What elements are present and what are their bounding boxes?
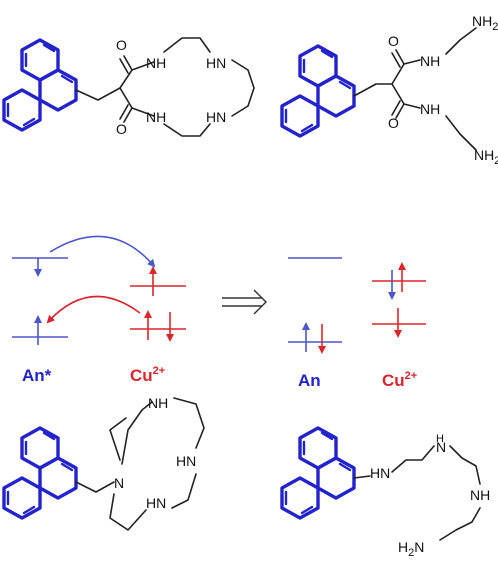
implies-arrow bbox=[222, 289, 267, 315]
anthracene-ring-4 bbox=[280, 426, 356, 520]
atom-o-lower-1: O bbox=[116, 121, 127, 137]
atom-nh-cyclam-top: NH bbox=[148, 395, 168, 411]
atom-hn-open: HN bbox=[370, 465, 390, 481]
atom-o-upper-1: O bbox=[116, 37, 127, 53]
anthracene-ring-2 bbox=[280, 44, 356, 138]
molecule-anthryl-open-tetraamine: HN HN NH H2N bbox=[280, 426, 490, 559]
atom-hn-upper-1: HN bbox=[206, 55, 226, 71]
label-cu-right: Cu2+ bbox=[382, 370, 417, 390]
atom-nh-open-top: HN bbox=[436, 433, 446, 455]
atom-nh-lower-1: NH bbox=[146, 109, 166, 125]
atom-nh-upper-1: NH bbox=[146, 55, 166, 71]
atom-nh-lower-2: NH bbox=[420, 101, 440, 117]
atom-nh2-upper-2: NH2 bbox=[472, 13, 498, 33]
molecule-anthryl-cyclam: N NH HN HN bbox=[2, 395, 205, 531]
anthracene-ring-1 bbox=[2, 38, 78, 132]
label-cu-left: Cu2+ bbox=[130, 365, 165, 385]
electron-transfer-arrow-blue bbox=[49, 235, 156, 268]
atom-nh-open-right: NH bbox=[470, 487, 490, 503]
atom-hn-cyclam-bottom: HN bbox=[146, 495, 166, 511]
energy-diagram-right: An Cu2+ bbox=[288, 257, 426, 390]
label-an-star: An* bbox=[22, 366, 52, 385]
anthracene-ring-3 bbox=[2, 426, 78, 520]
energy-diagram-left: An* Cu2+ bbox=[12, 235, 186, 385]
atom-nh2-lower-2: NH2 bbox=[474, 147, 498, 167]
molecule-anthryl-open-diamide: O O NH NH NH2 NH2 bbox=[280, 13, 498, 167]
molecule-anthryl-macrocycle-dioxo: O O NH NH HN HN bbox=[2, 37, 255, 137]
atom-h2n-open: H2N bbox=[398, 539, 424, 559]
atom-n-cyclam: N bbox=[114, 475, 124, 491]
atom-hn-cyclam-right: HN bbox=[176, 453, 196, 469]
atom-o-upper-2: O bbox=[388, 33, 399, 49]
electron-transfer-arrow-red bbox=[46, 295, 141, 324]
atom-o-lower-2: O bbox=[388, 115, 399, 131]
atom-hn-lower-1: HN bbox=[206, 109, 226, 125]
atom-nh-upper-2: NH bbox=[420, 53, 440, 69]
label-an: An bbox=[298, 371, 321, 390]
